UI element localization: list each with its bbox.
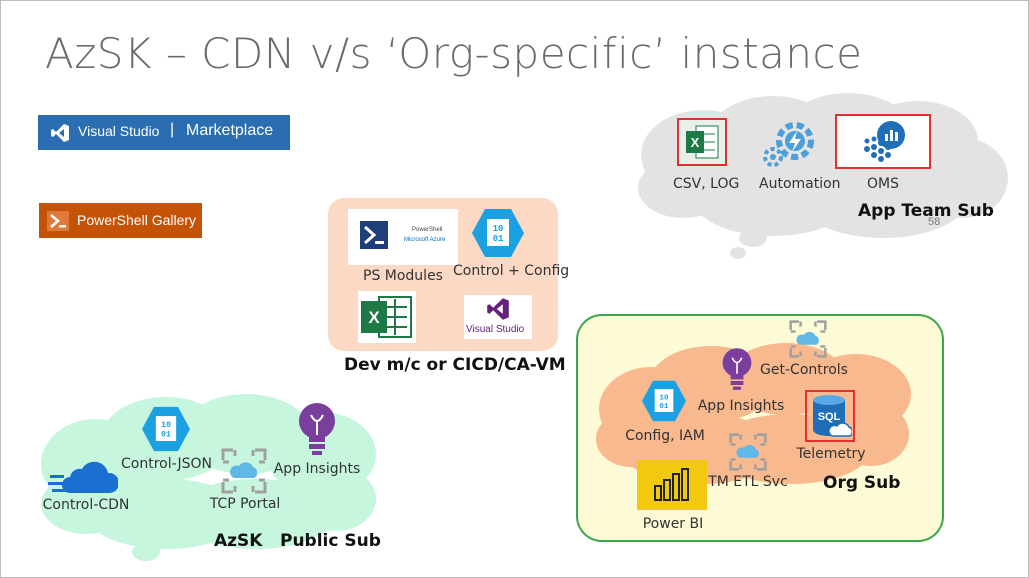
- powershell-prompt-icon: [360, 221, 388, 249]
- public-sub-label: Public Sub: [280, 531, 381, 551]
- org-sub-label: Org Sub: [823, 473, 901, 493]
- app-team-sub-label: App Team Sub: [858, 201, 994, 221]
- excel-icon: X: [361, 296, 412, 338]
- svg-text:01: 01: [659, 403, 669, 411]
- excel-icon: X: [686, 125, 719, 159]
- oms-icon: [835, 114, 931, 169]
- org-app-insights-bulb-icon: [722, 348, 752, 390]
- automation-gear-icon: [763, 122, 814, 167]
- power-bi-label: Power BI: [642, 516, 704, 532]
- config-iam-icon: 10 01: [642, 380, 686, 422]
- ps-tile-text-2: Microsoft Azure: [404, 237, 446, 243]
- ps-tile-text-1: PowerShell: [412, 227, 443, 233]
- powershell-gallery-logo: PowerShell Gallery: [39, 203, 202, 238]
- visual-studio-icon: [51, 124, 69, 142]
- powershell-icon: [47, 211, 69, 231]
- svg-text:10: 10: [493, 224, 504, 234]
- visual-studio-tile-text: Visual Studio: [466, 324, 525, 335]
- control-config-label: Control + Config: [453, 263, 570, 279]
- get-controls-icon: [789, 320, 827, 358]
- telemetry-sql-icon: SQL: [805, 390, 855, 442]
- csv-log-icon: X: [677, 118, 727, 166]
- org-app-insights-label: App Insights: [697, 398, 785, 414]
- power-bi-bars-icon: [654, 468, 689, 501]
- ps-modules-label: PS Modules: [363, 268, 443, 284]
- svg-text:X: X: [691, 135, 700, 150]
- tm-etl-label: TM ETL Svc: [708, 474, 788, 490]
- svg-text:10: 10: [659, 394, 669, 402]
- public-app-insights-label: App Insights: [273, 461, 361, 477]
- page-number: 58: [928, 216, 941, 228]
- azsk-label: AzSK: [214, 531, 263, 551]
- control-cdn-label: Control-CDN: [42, 497, 130, 513]
- vs-logo-left-text: Visual Studio: [78, 123, 160, 139]
- oms-log-analytics-icon: [864, 121, 905, 162]
- control-json-icon: 10 01: [142, 406, 190, 452]
- svg-text:X: X: [368, 308, 380, 327]
- control-json-label: Control-JSON: [121, 456, 212, 472]
- dev-group-label: Dev m/c or CICD/CA-VM: [344, 355, 566, 375]
- slide-title: AzSK – CDN v/s ‘Org-specific’ instance: [45, 29, 863, 78]
- sql-database-icon: SQL: [813, 395, 852, 437]
- vs-marketplace-logo: Visual Studio | Marketplace: [38, 115, 290, 150]
- svg-text:10: 10: [161, 421, 171, 430]
- config-iam-label: Config, IAM: [625, 428, 705, 444]
- app-insights-bulb-icon: [299, 403, 335, 455]
- vs-logo-right-text: Marketplace: [186, 122, 274, 139]
- powershell-gallery-text: PowerShell Gallery: [77, 212, 197, 228]
- cdn-cloud-icon: [48, 461, 118, 493]
- control-config-icon: 10 01: [472, 209, 524, 257]
- visual-studio-tile: Visual Studio: [464, 295, 532, 339]
- automation-label: Automation: [759, 176, 841, 192]
- csv-log-label: CSV, LOG: [673, 176, 740, 192]
- excel-tile: X: [358, 291, 416, 343]
- get-controls-label: Get-Controls: [760, 362, 848, 378]
- tm-etl-icon: [729, 433, 767, 471]
- tcp-portal-label: TCP Portal: [209, 496, 281, 512]
- power-bi-icon: [637, 460, 707, 510]
- telemetry-label: Telemetry: [796, 446, 866, 462]
- tcp-portal-icon: [221, 448, 267, 494]
- svg-text:SQL: SQL: [818, 411, 841, 423]
- ps-modules-tile: PowerShell Microsoft Azure: [348, 209, 458, 265]
- visual-studio-icon: [487, 298, 509, 320]
- svg-text:01: 01: [493, 234, 504, 244]
- oms-label: OMS: [867, 176, 899, 192]
- svg-text:01: 01: [161, 430, 171, 439]
